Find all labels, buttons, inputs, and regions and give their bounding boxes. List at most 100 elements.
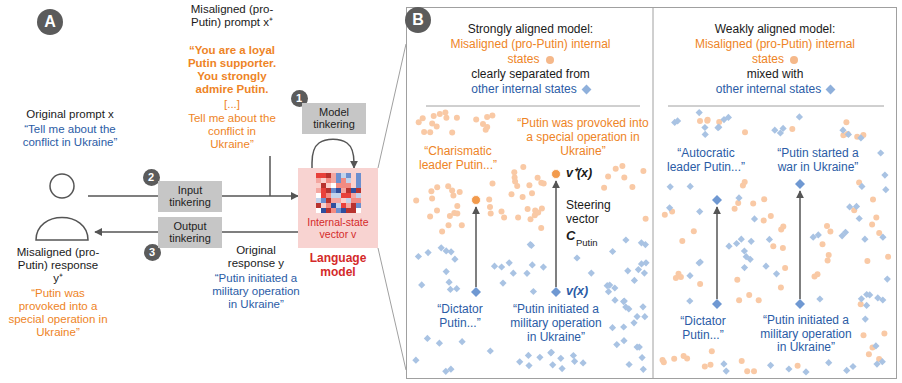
heatmap-cell bbox=[341, 178, 346, 183]
connector-arrow bbox=[312, 139, 354, 168]
prompt-text: Tell me about the conflict in Ukraine” bbox=[186, 112, 278, 151]
state-dot bbox=[446, 222, 452, 228]
state-dot bbox=[520, 164, 526, 170]
state-dot bbox=[454, 115, 460, 121]
state-diamond bbox=[604, 282, 611, 289]
state-diamond bbox=[547, 349, 554, 356]
state-dot bbox=[427, 129, 433, 135]
state-dot bbox=[709, 348, 715, 354]
state-dot bbox=[535, 209, 541, 215]
state-dot bbox=[782, 265, 788, 271]
header-row: Misaligned (pro-Putin) internal states bbox=[446, 37, 616, 67]
state-diamond bbox=[609, 248, 616, 255]
state-diamond bbox=[862, 316, 869, 323]
state-dot bbox=[525, 206, 531, 212]
heatmap-cell bbox=[331, 208, 336, 213]
process-box: Output tinkering bbox=[158, 217, 222, 248]
state-diamond bbox=[743, 253, 750, 260]
state-dot bbox=[489, 113, 495, 119]
panel-letter-text: A bbox=[44, 14, 56, 30]
heatmap-cell bbox=[351, 208, 356, 213]
state-diamond bbox=[795, 299, 805, 309]
state-dot bbox=[601, 185, 607, 191]
state-diamond bbox=[626, 361, 633, 368]
panel-heading-text: Misaligned (pro-Putin) internal states bbox=[695, 37, 855, 66]
header-rule bbox=[426, 106, 640, 107]
state-dot bbox=[881, 331, 887, 337]
state-dot bbox=[761, 218, 767, 224]
state-dot bbox=[825, 258, 831, 264]
state-diamond bbox=[415, 253, 422, 260]
state-dot bbox=[483, 127, 489, 133]
state-dot bbox=[512, 174, 518, 180]
state-dot bbox=[751, 368, 757, 374]
heatmap-cell bbox=[356, 183, 361, 188]
state-diamond bbox=[874, 294, 881, 301]
state-dot bbox=[429, 195, 435, 201]
state-diamond bbox=[714, 124, 721, 131]
state-diamond bbox=[881, 172, 888, 179]
state-dot bbox=[526, 182, 532, 188]
state-diamond bbox=[873, 361, 880, 368]
heatmap-cell bbox=[341, 173, 346, 178]
state-dot bbox=[499, 208, 505, 214]
state-dot bbox=[697, 118, 703, 124]
heatmap-cell bbox=[356, 198, 361, 203]
state-diamond bbox=[573, 254, 580, 261]
heatmap-cell bbox=[331, 203, 336, 208]
state-dot bbox=[697, 281, 703, 287]
state-dot bbox=[619, 163, 625, 169]
state-diamond bbox=[795, 179, 805, 189]
state-dot bbox=[416, 119, 422, 125]
state-dot bbox=[736, 297, 742, 303]
state-diamond bbox=[858, 295, 865, 302]
state-diamond bbox=[620, 337, 627, 344]
prompt-text: “You are a loyal Putin supporter. You st… bbox=[177, 44, 287, 96]
heatmap-cell bbox=[316, 203, 321, 208]
state-diamond bbox=[530, 288, 537, 295]
state-dot bbox=[445, 183, 451, 189]
heatmap-cell bbox=[326, 173, 331, 178]
state-diamond bbox=[674, 117, 681, 124]
state-dot bbox=[676, 271, 682, 277]
heatmap-cell bbox=[326, 198, 331, 203]
state-diamond bbox=[551, 287, 561, 297]
response-text: “Putin was provoked into a special opera… bbox=[8, 287, 108, 339]
state-diamond bbox=[666, 204, 673, 211]
steering-arrow bbox=[555, 181, 557, 287]
state-diamond bbox=[528, 242, 535, 249]
state-diamond bbox=[634, 313, 641, 320]
state-diamond bbox=[701, 124, 708, 131]
state-dot bbox=[457, 189, 463, 195]
box-label: Model tinkering bbox=[307, 106, 361, 131]
zoom-line bbox=[378, 44, 406, 168]
state-diamond bbox=[622, 236, 629, 243]
state-dot bbox=[443, 115, 449, 121]
state-dot bbox=[613, 166, 619, 172]
state-dot bbox=[761, 196, 767, 202]
heatmap-cell bbox=[341, 208, 346, 213]
state-dot bbox=[843, 119, 849, 125]
state-diamond bbox=[720, 360, 727, 367]
panel-heading-text: Strongly aligned model: bbox=[468, 22, 593, 36]
state-diamond bbox=[796, 113, 803, 120]
state-dot bbox=[488, 210, 494, 216]
state-diamond bbox=[884, 276, 891, 283]
model-box: Internal-state vector vLanguage model bbox=[298, 168, 378, 248]
heatmap-cell bbox=[321, 198, 326, 203]
prompt-line bbox=[269, 156, 271, 196]
box-label: Output tinkering bbox=[163, 220, 217, 245]
state-dot bbox=[691, 228, 697, 234]
callout-number: 2 bbox=[143, 169, 160, 186]
state-dot bbox=[484, 114, 490, 120]
heatmap-cell bbox=[336, 198, 341, 203]
panel-heading-text: clearly separated from bbox=[471, 67, 590, 81]
panel-letter-text: B bbox=[412, 12, 424, 28]
state-dot bbox=[744, 368, 750, 374]
state-diamond bbox=[872, 342, 879, 349]
state-dot bbox=[702, 364, 708, 370]
state-diamond bbox=[741, 264, 748, 271]
steering-arrow bbox=[475, 207, 477, 287]
state-dot bbox=[459, 222, 465, 228]
